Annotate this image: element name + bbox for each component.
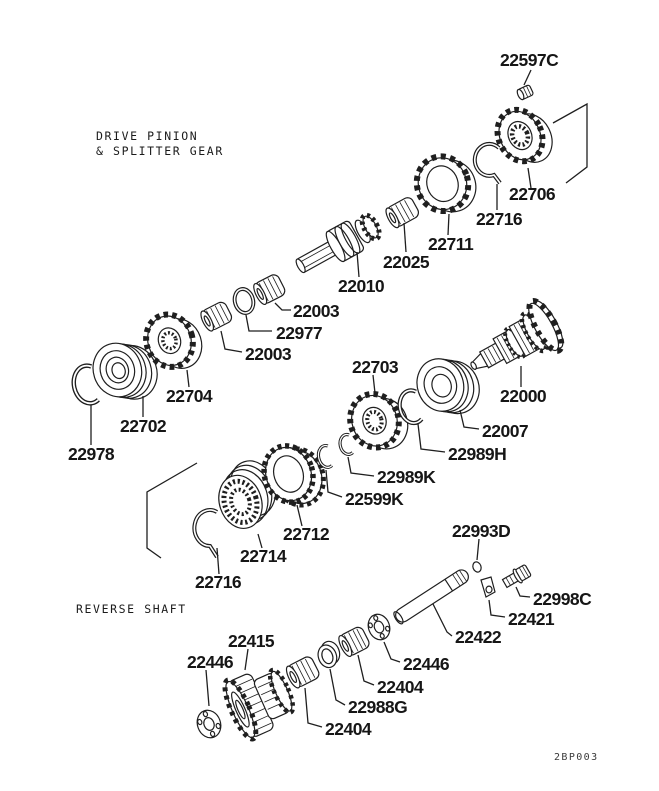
label-22702: 22702 [120,416,167,436]
leader-22446-right [383,641,401,663]
leader-22404-left [304,687,323,728]
label-22716-upper: 22716 [476,209,523,229]
part-snap-ring-22989H [397,388,424,426]
leader-22977 [245,314,272,332]
part-bolt-small [516,84,534,101]
part-bearing-22003-lower [200,301,233,332]
label-22446-right: 22446 [403,654,450,674]
part-splitter-gear [494,106,553,165]
label-22003-upper: 22003 [293,301,340,321]
part-snap-ring-upper [472,141,502,185]
leader-22003-lower [220,330,243,353]
leader-22704 [186,369,190,388]
part-snap-ring-22978 [71,363,100,406]
bracket-right [552,102,588,184]
label-22010: 22010 [338,276,385,296]
label-22712: 22712 [283,524,330,544]
leader-22421 [488,599,506,618]
leader-22716-lower [216,547,220,575]
label-22000: 22000 [500,386,547,406]
label-22989K: 22989K [377,467,436,487]
label-22007: 22007 [482,421,528,441]
leader-22711 [447,213,450,236]
leader-22988G [329,668,346,706]
leader-22415 [244,648,249,671]
part-synchro-drum-22007 [416,358,480,415]
bracket-left [146,462,198,559]
label-22977: 22977 [276,323,322,343]
part-drive-pinion-shaft [295,212,382,274]
drawing-code: 2BP003 [554,752,599,763]
label-22421: 22421 [508,609,555,629]
label-22597C: 22597C [500,50,559,70]
part-synchro-drum-22702 [92,342,158,400]
label-22978: 22978 [68,444,115,464]
part-bearing-22003-upper [253,274,286,306]
part-snap-ring-22599K [316,443,334,469]
part-bearing-22404-right [338,626,370,658]
leader-22998C [515,586,531,598]
leader-22025 [403,222,407,253]
part-pilot-bearing [385,197,420,229]
part-bearing-22404-left [285,656,320,689]
leader-22422 [432,603,453,637]
label-22989H: 22989H [448,444,506,464]
leader-22993D [476,538,480,561]
part-snap-ring-22989K [338,432,354,456]
part-gear-22704 [143,311,203,370]
part-ball-22993D [472,561,482,573]
section-title-drive-pinion-line2: & SPLITTER GEAR [96,144,224,158]
leader-22989H [417,423,446,453]
part-stopper-plate-22421 [480,576,496,598]
label-22988G: 22988G [348,697,407,717]
label-22599K: 22599K [345,489,404,509]
section-title-reverse-shaft: REVERSE SHAFT [76,602,187,616]
label-22422: 22422 [455,627,502,647]
part-output-shaft-22000 [470,298,565,370]
label-22711: 22711 [428,234,474,254]
leader-22404-right [357,654,375,686]
leader-lines [90,69,532,728]
part-gear-22703 [347,390,409,451]
part-spacer-ring-22977 [232,287,256,315]
part-snap-ring-lower [192,508,219,559]
leader-22446-left [205,669,210,707]
label-22703: 22703 [352,357,399,377]
leader-22706 [527,167,532,189]
section-title-drive-pinion-line1: DRIVE PINION [96,129,198,143]
label-22716-lower: 22716 [195,572,242,592]
label-22446-left: 22446 [187,652,234,672]
leader-22989K [347,456,375,477]
leader-22010 [356,251,360,278]
part-reverse-shaft-rod-22422 [393,569,469,625]
leader-22714 [257,533,263,549]
part-gear-ring-22712 [261,443,326,508]
part-synchro-hub-22714 [218,460,277,529]
label-22704: 22704 [166,386,213,406]
label-22714: 22714 [240,546,287,566]
label-22404-right: 22404 [377,677,424,697]
leader-22712 [296,504,303,527]
label-22404-left: 22404 [325,719,372,739]
part-double-gear-22415 [222,667,296,742]
leader-22597C [523,69,532,86]
label-22998C: 22998C [533,589,592,609]
part-washer-22446-right [367,613,391,641]
part-spacer-22988G [317,640,341,669]
label-22706: 22706 [509,184,556,204]
label-22003-lower: 22003 [245,344,292,364]
part-ring-gear [413,153,477,215]
leader-22007 [459,409,480,430]
label-22415: 22415 [228,631,275,651]
part-washer-22446-left [196,709,222,739]
part-bolt-22998C [501,564,532,589]
leader-22703 [372,374,376,394]
leader-22599K [325,469,343,498]
label-22993D: 22993D [452,521,510,541]
label-22025: 22025 [383,252,430,272]
leader-22003-upper [274,302,291,311]
